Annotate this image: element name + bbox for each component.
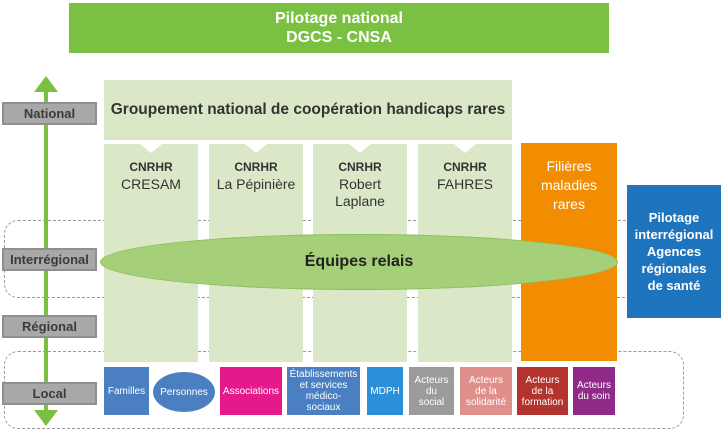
level-national: National	[2, 102, 97, 125]
steering-line: de santé	[647, 278, 701, 293]
national-steering-banner: Pilotage national DGCS - CNSA	[69, 3, 609, 53]
cnrhr-prefix: CNRHR	[443, 160, 487, 174]
banner-title: Pilotage national	[274, 10, 403, 27]
cnrhr-prefix: CNRHR	[338, 160, 382, 174]
banner-subtitle: DGCS - CNSA	[286, 29, 392, 46]
steering-line: Pilotage	[648, 210, 700, 225]
interregional-steering-box: Pilotage interrégional Agences régionale…	[627, 185, 721, 318]
groupement-national: Groupement national de coopération handi…	[104, 80, 512, 140]
steering-line: Agences	[646, 244, 702, 259]
level-local: Local	[2, 382, 97, 405]
level-regional: Régional	[2, 315, 97, 338]
actor-associations: Associations	[220, 367, 282, 415]
cnrhr-name: Robert Laplane	[335, 176, 385, 209]
steering-line: régionales	[641, 261, 707, 276]
arrow-down-icon	[34, 410, 58, 426]
actor-social: Acteurs du social	[409, 367, 454, 415]
actor-etablissements: Établissements et services médico-sociau…	[287, 367, 360, 415]
actor-mdph: MDPH	[367, 367, 403, 415]
filieres-label: Filières maladies rares	[540, 158, 598, 212]
cnrhr-name: La Pépinière	[216, 176, 296, 192]
arrow-up-icon	[34, 76, 58, 92]
cnrhr-prefix: CNRHR	[129, 160, 173, 174]
level-interregional: Interrégional	[2, 248, 97, 271]
steering-line: interrégional	[634, 227, 714, 242]
actor-formation: Acteurs de la formation	[517, 367, 568, 415]
actor-familles: Familles	[104, 367, 149, 415]
actor-soin: Acteurs du soin	[573, 367, 615, 415]
actor-personnes: Personnes	[153, 372, 215, 412]
cnrhr-name: FAHRES	[436, 176, 493, 192]
cnrhr-prefix: CNRHR	[234, 160, 278, 174]
equipes-relais-ellipse: Équipes relais	[100, 234, 618, 290]
actor-solidarite: Acteurs de la solidarité	[460, 367, 512, 415]
cnrhr-name: CRESAM	[121, 176, 181, 192]
